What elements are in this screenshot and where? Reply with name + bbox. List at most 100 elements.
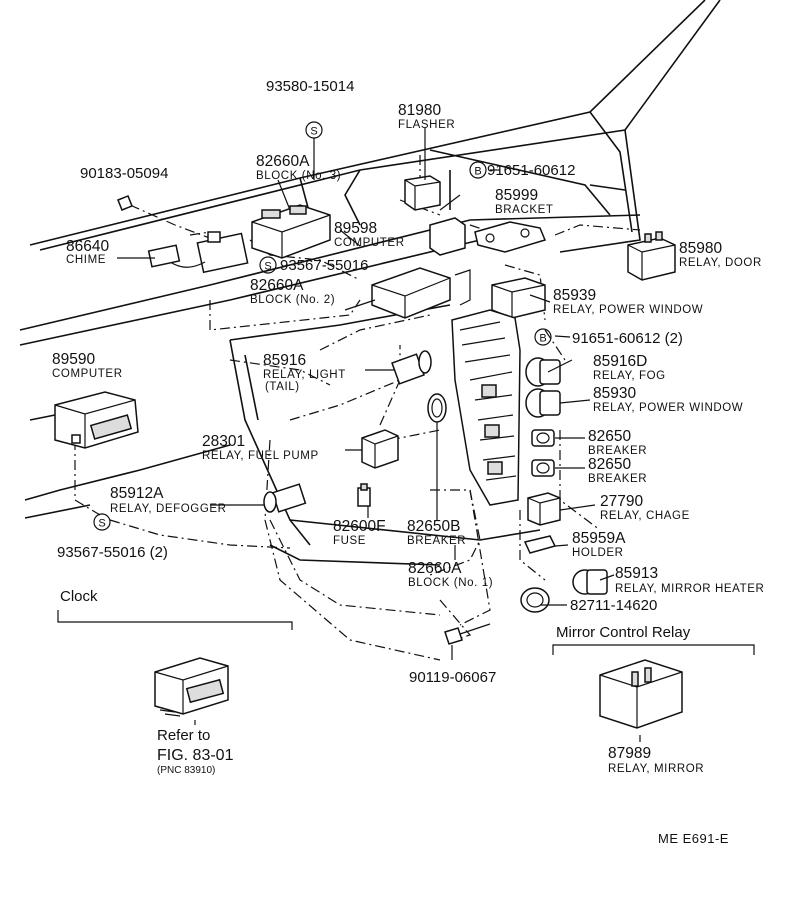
part-chime	[147, 231, 249, 274]
part-relay-mirror-heater	[572, 569, 608, 595]
part-relay-light-tail	[391, 350, 432, 385]
label-85930: 85930	[593, 385, 636, 402]
label-flasher: FLASHER	[398, 119, 455, 131]
label-85959a: 85959A	[572, 530, 626, 547]
label-relay-fog: RELAY, FOG	[593, 370, 666, 382]
label-82711-14620: 82711-14620	[570, 597, 657, 614]
marker-s-3: S	[93, 513, 111, 531]
part-block-no2	[371, 267, 471, 319]
label-breaker-1: BREAKER	[588, 445, 647, 457]
label-85912a: 85912A	[110, 485, 164, 502]
label-82600f: 82600F	[333, 518, 386, 535]
label-relay-power-window-85930: RELAY, POWER WINDOW	[593, 402, 743, 414]
label-fuse: FUSE	[333, 535, 366, 547]
mirror-bracket	[552, 644, 755, 655]
part-breaker-82650b	[427, 393, 447, 423]
label-82650b: 82650B	[407, 518, 460, 535]
label-relay-mirror-heater: RELAY, MIRROR HEATER	[615, 583, 764, 595]
part-relay-power-window-85930	[525, 388, 561, 418]
label-90183-05094: 90183-05094	[80, 165, 168, 182]
part-relay-chage	[527, 492, 561, 526]
label-bracket: BRACKET	[495, 204, 554, 216]
section-clock-title: Clock	[60, 588, 98, 605]
svg-text:S: S	[264, 261, 271, 273]
label-89598: 89598	[334, 220, 377, 237]
label-breaker-82650b: BREAKER	[407, 535, 466, 547]
label-28301: 28301	[202, 433, 245, 450]
marker-s-1: S	[305, 121, 323, 139]
label-relay-defogger: RELAY, DEFOGGER	[110, 503, 227, 515]
part-bolt-90119	[444, 623, 491, 645]
label-90119-06067: 90119-06067	[409, 669, 496, 686]
label-connectors	[117, 128, 641, 742]
part-relay-mirror	[599, 659, 683, 729]
label-91651-60612: 91651-60612	[487, 162, 575, 179]
label-85939: 85939	[553, 287, 596, 304]
drawing-code: ME E691-E	[658, 831, 729, 846]
label-tail: (TAIL)	[265, 381, 300, 393]
label-computer-89590: COMPUTER	[52, 368, 123, 380]
label-block-no1: BLOCK (No. 1)	[408, 577, 493, 589]
label-93567-55016-2: 93567-55016 (2)	[57, 544, 168, 561]
label-82660a-no3: 82660A	[256, 153, 310, 170]
part-socket-82711	[520, 587, 550, 613]
label-85980: 85980	[679, 240, 722, 257]
refer-line2: FIG. 83-01	[157, 747, 234, 764]
label-85913: 85913	[615, 565, 658, 582]
label-82660a-no1: 82660A	[408, 560, 462, 577]
label-86640: 86640	[66, 238, 109, 255]
svg-text:B: B	[474, 166, 481, 178]
part-computer-89590	[54, 391, 139, 449]
clock-bracket	[57, 610, 293, 630]
part-computer-89598	[429, 194, 466, 256]
part-clock	[154, 657, 229, 717]
part-junction-block-no1	[451, 309, 521, 506]
label-relay-light: RELAY, LIGHT	[263, 369, 346, 381]
refer-line1: Refer to	[157, 727, 210, 744]
label-relay-fuel-pump: RELAY, FUEL PUMP	[202, 450, 319, 462]
marker-s-2: S	[259, 256, 277, 274]
svg-text:S: S	[310, 126, 317, 138]
part-holder	[523, 535, 557, 554]
part-relay-fuel-pump	[361, 429, 399, 469]
label-89590: 89590	[52, 351, 95, 368]
svg-text:S: S	[98, 518, 105, 530]
label-81980: 81980	[398, 102, 441, 119]
part-breaker-82650-2	[531, 459, 555, 477]
part-screw-90183	[117, 195, 133, 211]
label-87989: 87989	[608, 745, 651, 762]
part-breaker-82650-1	[531, 429, 555, 447]
label-computer-89598: COMPUTER	[334, 237, 405, 249]
refer-line3: (PNC 83910)	[157, 765, 215, 776]
label-82650-1: 82650	[588, 428, 631, 445]
part-block-no3	[251, 204, 331, 259]
part-relay-fog	[525, 357, 561, 387]
label-relay-door: RELAY, DOOR	[679, 257, 762, 269]
label-relay-chage: RELAY, CHAGE	[600, 510, 690, 522]
svg-text:B: B	[539, 333, 546, 345]
marker-b-1: B	[469, 161, 487, 179]
part-flasher	[404, 175, 441, 211]
label-82660a-no2: 82660A	[250, 277, 304, 294]
part-fuse	[357, 483, 371, 507]
part-relay-door	[627, 231, 676, 281]
label-85916d: 85916D	[593, 353, 647, 370]
part-relay-defogger	[263, 483, 307, 513]
label-breaker-2: BREAKER	[588, 473, 647, 485]
label-relay-power-window-85939: RELAY, POWER WINDOW	[553, 304, 703, 316]
label-block-no2: BLOCK (No. 2)	[250, 294, 335, 306]
marker-b-2: B	[534, 328, 552, 346]
label-85916: 85916	[263, 352, 306, 369]
label-chime: CHIME	[66, 254, 106, 266]
label-93580-15014: 93580-15014	[266, 78, 354, 95]
label-block-no3: BLOCK (No. 3)	[256, 170, 341, 182]
label-93567-55016: 93567-55016	[280, 257, 368, 274]
dashboard-outline	[19, 0, 721, 566]
label-27790: 27790	[600, 493, 643, 510]
label-91651-60612-2: 91651-60612 (2)	[572, 330, 683, 347]
label-85999: 85999	[495, 187, 538, 204]
section-mirror-title: Mirror Control Relay	[556, 624, 691, 641]
label-82650-2: 82650	[588, 456, 631, 473]
label-holder: HOLDER	[572, 547, 624, 559]
